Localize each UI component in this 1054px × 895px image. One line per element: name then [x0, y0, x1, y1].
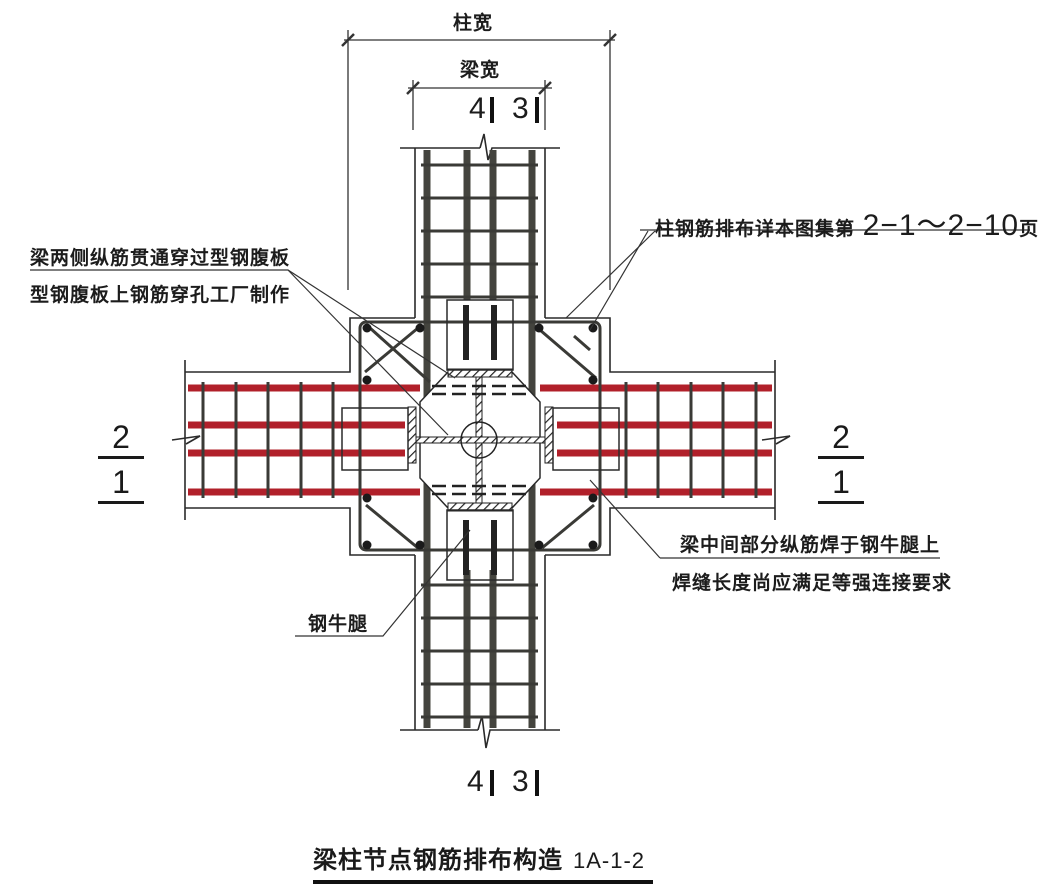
beam-stirrups: [201, 382, 758, 498]
section-mark-right: 2 1: [818, 420, 864, 504]
beam-longitudinal-rebar: [188, 384, 772, 496]
beam-side-rebar-note-line2: 型钢腹板上钢筋穿孔工厂制作: [30, 284, 291, 306]
drawing-title-text: 梁柱节点钢筋排布构造: [313, 846, 563, 874]
column-rebar-reference-text: 柱钢筋排布详本图集第: [655, 218, 856, 240]
beam-mid-rebar-note-line1: 梁中间部分纵筋焊于钢牛腿上: [680, 534, 941, 556]
corner-bars: [362, 323, 598, 550]
steel-corbel-label: 钢牛腿: [308, 613, 369, 635]
section-mark-left-denominator: 1: [98, 465, 144, 504]
joint-ties: [358, 320, 602, 552]
corbel-welded-bars: [463, 305, 497, 575]
beam-side-rebar-note-line1: 梁两侧纵筋贯通穿过型钢腹板: [30, 247, 291, 269]
steel-section-core: [407, 368, 554, 512]
beam-width-dimension: [406, 80, 552, 130]
column-rebar-reference-pages: 2−1～2−10: [862, 209, 1020, 242]
section-mark-right-denominator: 1: [818, 465, 864, 504]
beam-mid-rebar-note-line2: 焊缝长度尚应满足等强连接要求: [672, 572, 953, 594]
section-mark-bottom-3: 3: [512, 765, 530, 798]
section-mark-left: 2 1: [98, 420, 144, 504]
drawing-code: 1A-1-2: [573, 848, 646, 873]
section-mark-top-4: 4: [469, 92, 487, 125]
column-width-label: 柱宽: [453, 12, 494, 34]
column-outline: [171, 133, 791, 749]
column-rebar-reference-note: 柱钢筋排布详本图集第 2−1～2−10页: [655, 200, 1039, 244]
section-mark-top-3: 3: [512, 92, 530, 125]
steel-corbels: [341, 299, 620, 581]
title-underline: [313, 880, 653, 884]
leader-lines: [30, 229, 1030, 637]
section-mark-bars: [490, 97, 539, 796]
column-rebar-reference-suffix: 页: [1019, 218, 1040, 240]
section-mark-left-numerator: 2: [98, 420, 144, 459]
beam-width-label: 梁宽: [460, 59, 501, 81]
section-mark-right-numerator: 2: [818, 420, 864, 459]
section-mark-bottom-4: 4: [467, 765, 485, 798]
column-width-dimension: [341, 30, 617, 290]
drawing-title: 梁柱节点钢筋排布构造 1A-1-2: [313, 840, 645, 875]
column-stirrups: [421, 163, 538, 719]
